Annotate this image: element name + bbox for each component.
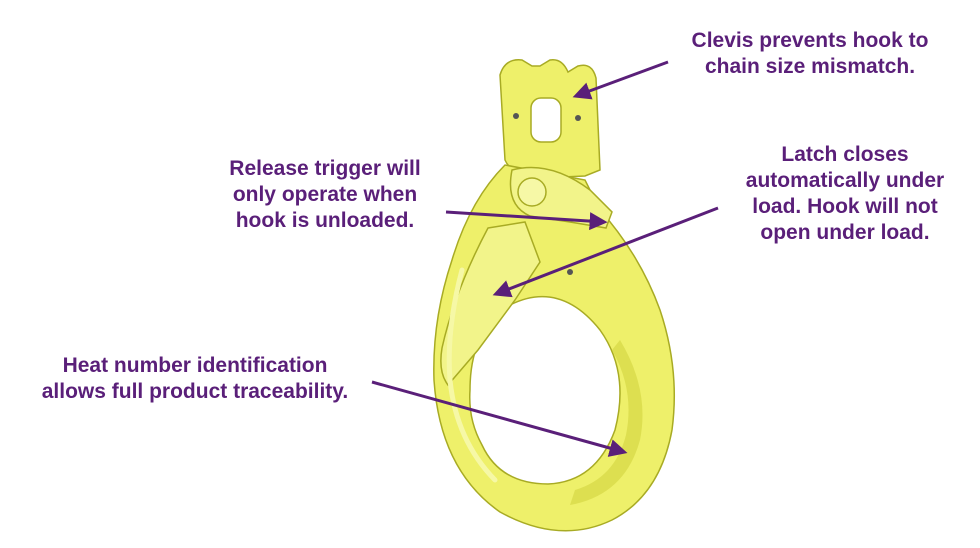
arrow-trigger bbox=[445, 210, 608, 231]
callout-heat-number: Heat number identification allows full p… bbox=[10, 353, 380, 405]
callout-latch-line: open under load. bbox=[760, 221, 930, 244]
callout-trigger-line: hook is unloaded. bbox=[235, 209, 415, 232]
arrow-latch bbox=[492, 206, 719, 298]
callout-clevis-line: Clevis prevents hook to bbox=[691, 29, 929, 52]
callout-latch-line: automatically under bbox=[745, 169, 945, 192]
callout-arrows bbox=[371, 60, 719, 457]
callout-latch-line: Latch closes bbox=[781, 143, 909, 166]
arrow-clevis bbox=[572, 60, 669, 100]
safety-hook-illustration bbox=[433, 59, 675, 532]
hook-bowl-shade bbox=[570, 340, 643, 505]
callout-clevis: Clevis prevents hook to chain size misma… bbox=[660, 28, 960, 80]
clevis-slot bbox=[530, 97, 562, 143]
latch-pin-hole bbox=[567, 269, 573, 275]
arrow-heat bbox=[371, 380, 628, 457]
callout-release-trigger: Release trigger will only operate when h… bbox=[200, 156, 450, 234]
callout-latch-line: load. Hook will not bbox=[752, 195, 938, 218]
clevis-pin-hole bbox=[513, 113, 519, 119]
callout-trigger-line: only operate when bbox=[232, 183, 418, 206]
callout-trigger-line: Release trigger will bbox=[229, 157, 421, 180]
pivot-boss bbox=[517, 177, 547, 207]
clevis-pin-hole bbox=[575, 115, 581, 121]
callout-heat-line: allows full product traceability. bbox=[41, 380, 349, 403]
callout-clevis-line: chain size mismatch. bbox=[704, 55, 916, 78]
callout-latch: Latch closes automatically under load. H… bbox=[720, 142, 970, 246]
latch bbox=[440, 221, 541, 387]
hook-highlight bbox=[446, 267, 498, 483]
callout-heat-line: Heat number identification bbox=[62, 354, 328, 377]
